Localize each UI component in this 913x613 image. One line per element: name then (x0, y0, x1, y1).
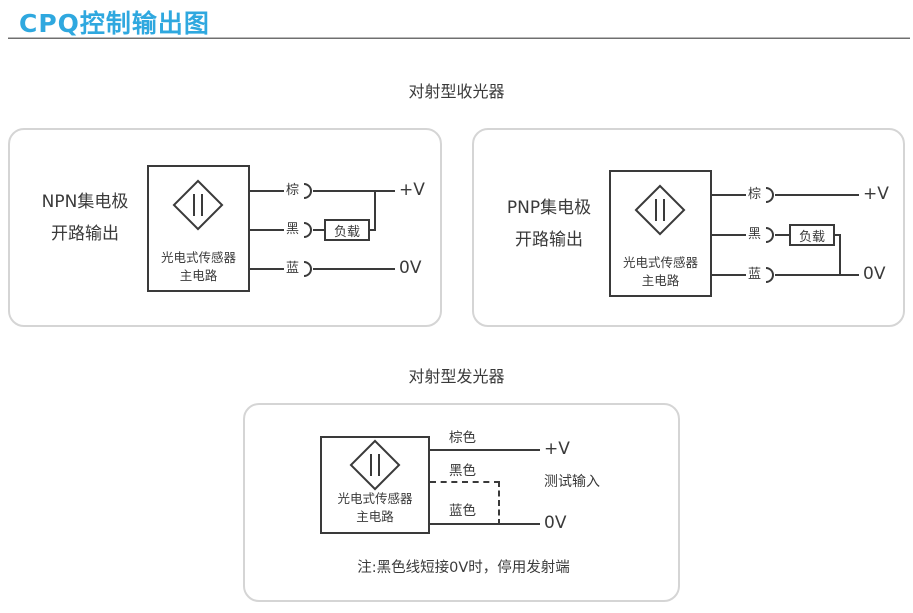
npn-blue-wire-label: 蓝 (286, 261, 300, 276)
pnp-sensor-label-line2: 主电路 (641, 273, 680, 288)
npn-black-wire-label: 黑 (286, 222, 300, 237)
pnp-type-label-line1: PNP集电极 (506, 198, 592, 218)
emitter-panel: 光电式传感器 主电路 棕色 +V 黑色 测试输入 蓝色 0V 注:黑色线短接0V… (243, 403, 680, 602)
npn-black-wire (313, 229, 324, 231)
npn-brown-wire-stub (250, 190, 284, 192)
npn-load-box: 负载 (324, 219, 370, 241)
receiver-heading: 对射型收光器 (408, 82, 505, 101)
emitter-test-input-label: 测试输入 (544, 474, 600, 490)
emitter-black-wire-label: 黑色 (449, 463, 476, 479)
npn-black-connector-icon (304, 222, 312, 238)
pnp-black-connector-icon (766, 227, 774, 243)
npn-sensor-label: 光电式传感器 主电路 (147, 249, 250, 285)
pnp-blue-wire (775, 274, 859, 276)
pnp-brown-connector-icon (766, 187, 774, 203)
npn-blue-wire-stub (250, 268, 284, 270)
pnp-black-wire-stub (712, 234, 746, 236)
pnp-black-wire (775, 234, 789, 236)
pnp-brown-wire (775, 194, 859, 196)
pnp-diamond-bar (663, 199, 665, 221)
pnp-type-label-line2: 开路输出 (515, 230, 583, 250)
npn-diamond-bar (201, 194, 203, 216)
npn-type-label-line1: NPN集电极 (41, 192, 129, 212)
pnp-blue-wire-label: 蓝 (748, 267, 762, 282)
npn-blue-wire (313, 268, 395, 270)
npn-vzero-label: 0V (399, 258, 422, 278)
pnp-type-label: PNP集电极 开路输出 (484, 192, 614, 256)
npn-black-wire-stub (250, 229, 284, 231)
pnp-load-to-vzero-wire (839, 234, 841, 276)
emitter-heading: 对射型发光器 (408, 367, 505, 386)
emitter-diamond-bar (370, 454, 372, 476)
npn-blue-connector-icon (304, 261, 312, 277)
pnp-blue-wire-stub (712, 274, 746, 276)
emitter-blue-wire-label: 蓝色 (449, 503, 476, 519)
pnp-brown-wire-stub (712, 194, 746, 196)
emitter-sensor-label: 光电式传感器 主电路 (320, 490, 430, 526)
npn-load-wire (370, 229, 376, 231)
pnp-brown-wire-label: 棕 (748, 187, 762, 202)
pnp-panel: PNP集电极 开路输出 光电式传感器 主电路 棕 +V 黑 负载 蓝 0V (472, 128, 905, 327)
emitter-sensor-label-line2: 主电路 (356, 509, 394, 524)
npn-type-label-line2: 开路输出 (51, 224, 119, 244)
npn-brown-wire (313, 190, 395, 192)
npn-brown-wire-label: 棕 (286, 183, 300, 198)
pnp-vzero-label: 0V (863, 264, 886, 284)
emitter-blue-wire (430, 523, 540, 525)
title-divider (8, 37, 910, 39)
emitter-brown-wire (430, 449, 540, 451)
emitter-black-dashed-wire (430, 481, 500, 483)
pnp-sensor-label: 光电式传感器 主电路 (609, 254, 712, 290)
npn-sensor-label-line1: 光电式传感器 (160, 250, 236, 265)
emitter-sensor-label-line1: 光电式传感器 (337, 491, 413, 506)
pnp-load-wire (835, 234, 841, 236)
emitter-vzero-label: 0V (544, 513, 567, 533)
emitter-vplus-label: +V (544, 439, 570, 459)
emitter-brown-wire-label: 棕色 (449, 430, 476, 446)
pnp-diamond-bar (655, 199, 657, 221)
pnp-black-wire-label: 黑 (748, 227, 762, 242)
emitter-diamond-bar (378, 454, 380, 476)
page-title: CPQ控制输出图 (19, 9, 210, 38)
npn-panel: NPN集电极 开路输出 光电式传感器 主电路 棕 +V 黑 负载 蓝 0V (8, 128, 442, 327)
npn-sensor-label-line2: 主电路 (179, 268, 218, 283)
pnp-load-box: 负载 (789, 224, 835, 246)
npn-vplus-label: +V (399, 180, 425, 200)
npn-type-label: NPN集电极 开路输出 (20, 186, 150, 250)
pnp-blue-connector-icon (766, 267, 774, 283)
npn-brown-connector-icon (304, 183, 312, 199)
npn-diamond-bar (193, 194, 195, 216)
pnp-vplus-label: +V (863, 184, 889, 204)
npn-load-to-vplus-wire (374, 190, 376, 231)
emitter-black-dashed-drop-wire (498, 481, 500, 525)
pnp-sensor-label-line1: 光电式传感器 (622, 255, 698, 270)
emitter-note: 注:黑色线短接0V时，停用发射端 (357, 560, 570, 576)
emitter-sensor-box (320, 436, 430, 534)
